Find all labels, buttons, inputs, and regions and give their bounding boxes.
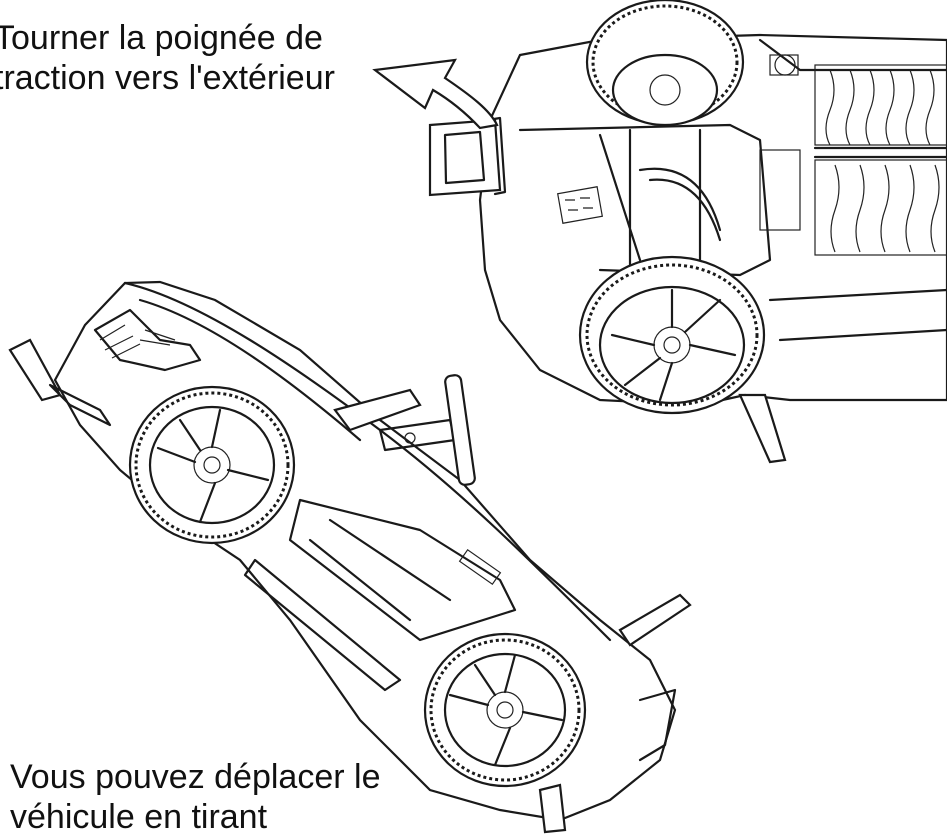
wheel (128, 385, 296, 545)
pull-handle-caption: Tourner la poignée de traction vers l'ex… (0, 18, 335, 98)
caption-line: traction vers l'extérieur (0, 59, 335, 97)
caption-line: Vous pouvez déplacer le (10, 758, 381, 796)
pull-handle (333, 374, 476, 486)
battery-ribs (813, 64, 947, 256)
curved-arrow (372, 58, 499, 130)
move-vehicle-caption: Vous pouvez déplacer le véhicule en tira… (10, 757, 380, 837)
car-underside-drawing (428, 0, 947, 464)
caption-line: véhicule en tirant (10, 798, 268, 836)
car-tilted-drawing (8, 280, 692, 834)
wheel (585, 0, 745, 127)
pull-handle (428, 116, 507, 197)
wheel (423, 632, 587, 788)
caption-line: Tourner la poignée de (0, 19, 323, 57)
wheel (578, 255, 766, 415)
